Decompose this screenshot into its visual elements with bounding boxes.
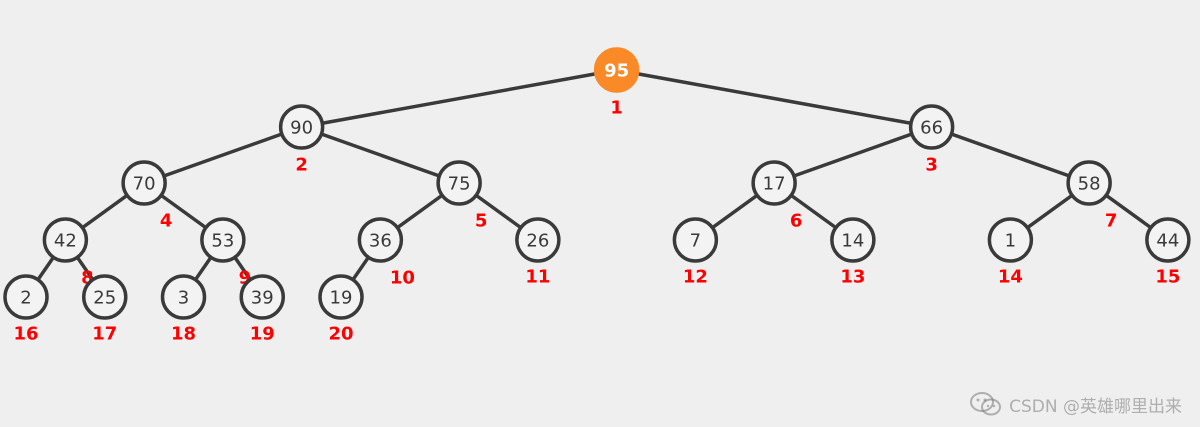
node-circle	[672, 217, 719, 263]
tree-edge	[299, 125, 461, 185]
node-circle	[318, 274, 364, 320]
node-value: 95	[604, 61, 629, 82]
node-value: 39	[251, 288, 274, 309]
node-circle	[278, 104, 325, 150]
node-circle	[42, 217, 89, 263]
node-value: 36	[369, 231, 392, 252]
edges-layer	[24, 68, 1170, 299]
node-value: 1	[1005, 231, 1016, 252]
root-node-circle	[593, 47, 640, 93]
tree-node: 587	[1066, 160, 1118, 232]
node-circle	[357, 217, 404, 263]
node-circle	[82, 274, 128, 320]
node-value: 14	[841, 231, 864, 252]
node-circle	[239, 274, 285, 320]
tree-node: 7 12	[672, 217, 719, 288]
tree-edge	[142, 125, 304, 185]
tree-node: 539	[200, 217, 251, 289]
node-circle	[908, 104, 955, 150]
node-value: 26	[526, 231, 549, 252]
node-circle	[1145, 217, 1191, 263]
node-index-label: 7	[1105, 211, 1118, 232]
tree-node: 66 3	[908, 104, 955, 176]
node-value: 17	[763, 174, 786, 195]
node-index-label: 4	[160, 211, 173, 232]
tree-node: 14 13	[830, 217, 876, 288]
node-circle	[830, 217, 876, 263]
node-index-label: 1	[610, 98, 623, 119]
tree-node: 36 10	[357, 217, 415, 289]
node-index-label: 19	[250, 324, 275, 345]
tree-edge	[299, 68, 619, 129]
node-circle	[200, 217, 246, 263]
node-value: 19	[330, 288, 353, 309]
node-index-label: 15	[1155, 267, 1180, 288]
node-circle	[987, 217, 1034, 263]
node-circle	[751, 160, 797, 206]
node-circle	[1066, 160, 1112, 206]
node-index-label: 10	[390, 268, 415, 289]
node-index-label: 6	[790, 211, 803, 232]
node-index-label: 5	[475, 211, 488, 232]
node-circle	[3, 274, 49, 320]
tree-node: 90 2	[278, 104, 325, 176]
tree-edge	[614, 68, 934, 129]
tree-node: 1 14	[987, 217, 1034, 288]
node-value: 53	[211, 231, 234, 252]
node-value: 70	[133, 174, 156, 195]
tree-node: 704	[121, 160, 173, 232]
tree-node: 39 19	[239, 274, 285, 345]
tree-node: 44 15	[1145, 217, 1191, 288]
node-value: 44	[1156, 231, 1179, 252]
node-circle	[436, 160, 482, 206]
watermark-text: CSDN @英雄哪里出来	[1009, 396, 1182, 417]
tree-node: 2 16	[3, 274, 49, 345]
tree-node: 3 18	[160, 274, 207, 345]
node-value: 2	[20, 288, 31, 309]
node-value: 25	[93, 288, 116, 309]
node-index-label: 14	[998, 267, 1023, 288]
tree-node: 26 11	[515, 217, 561, 288]
tree-node: 428	[42, 217, 94, 289]
node-circle	[160, 274, 207, 320]
node-value: 58	[1078, 174, 1101, 195]
node-value: 66	[920, 118, 943, 139]
tree-edge	[929, 125, 1091, 185]
node-value: 75	[448, 174, 471, 195]
tree-node: 25 17	[82, 274, 128, 345]
node-index-label: 13	[840, 267, 865, 288]
tree-node: 755	[436, 160, 488, 232]
tree-edge	[772, 125, 934, 185]
node-index-label: 2	[295, 155, 308, 176]
nodes-layer: 9519026637047551765874285393610261171214…	[3, 47, 1191, 345]
node-value: 3	[178, 288, 189, 309]
node-index-label: 16	[13, 324, 38, 345]
watermark: CSDN @英雄哪里出来	[969, 391, 1182, 417]
node-circle	[515, 217, 561, 263]
node-index-label: 17	[92, 324, 117, 345]
tree-node: 95 1	[593, 47, 640, 119]
node-index-label: 12	[683, 267, 708, 288]
node-index-label: 18	[171, 324, 196, 345]
node-index-label: 3	[925, 155, 938, 176]
tree-node: 176	[751, 160, 803, 232]
node-index-label: 11	[525, 267, 550, 288]
node-value: 90	[290, 118, 313, 139]
node-circle	[121, 160, 167, 206]
node-value: 7	[690, 231, 701, 252]
wechat-icon	[970, 392, 1002, 416]
node-value: 42	[54, 231, 77, 252]
node-index-label: 20	[328, 324, 353, 345]
